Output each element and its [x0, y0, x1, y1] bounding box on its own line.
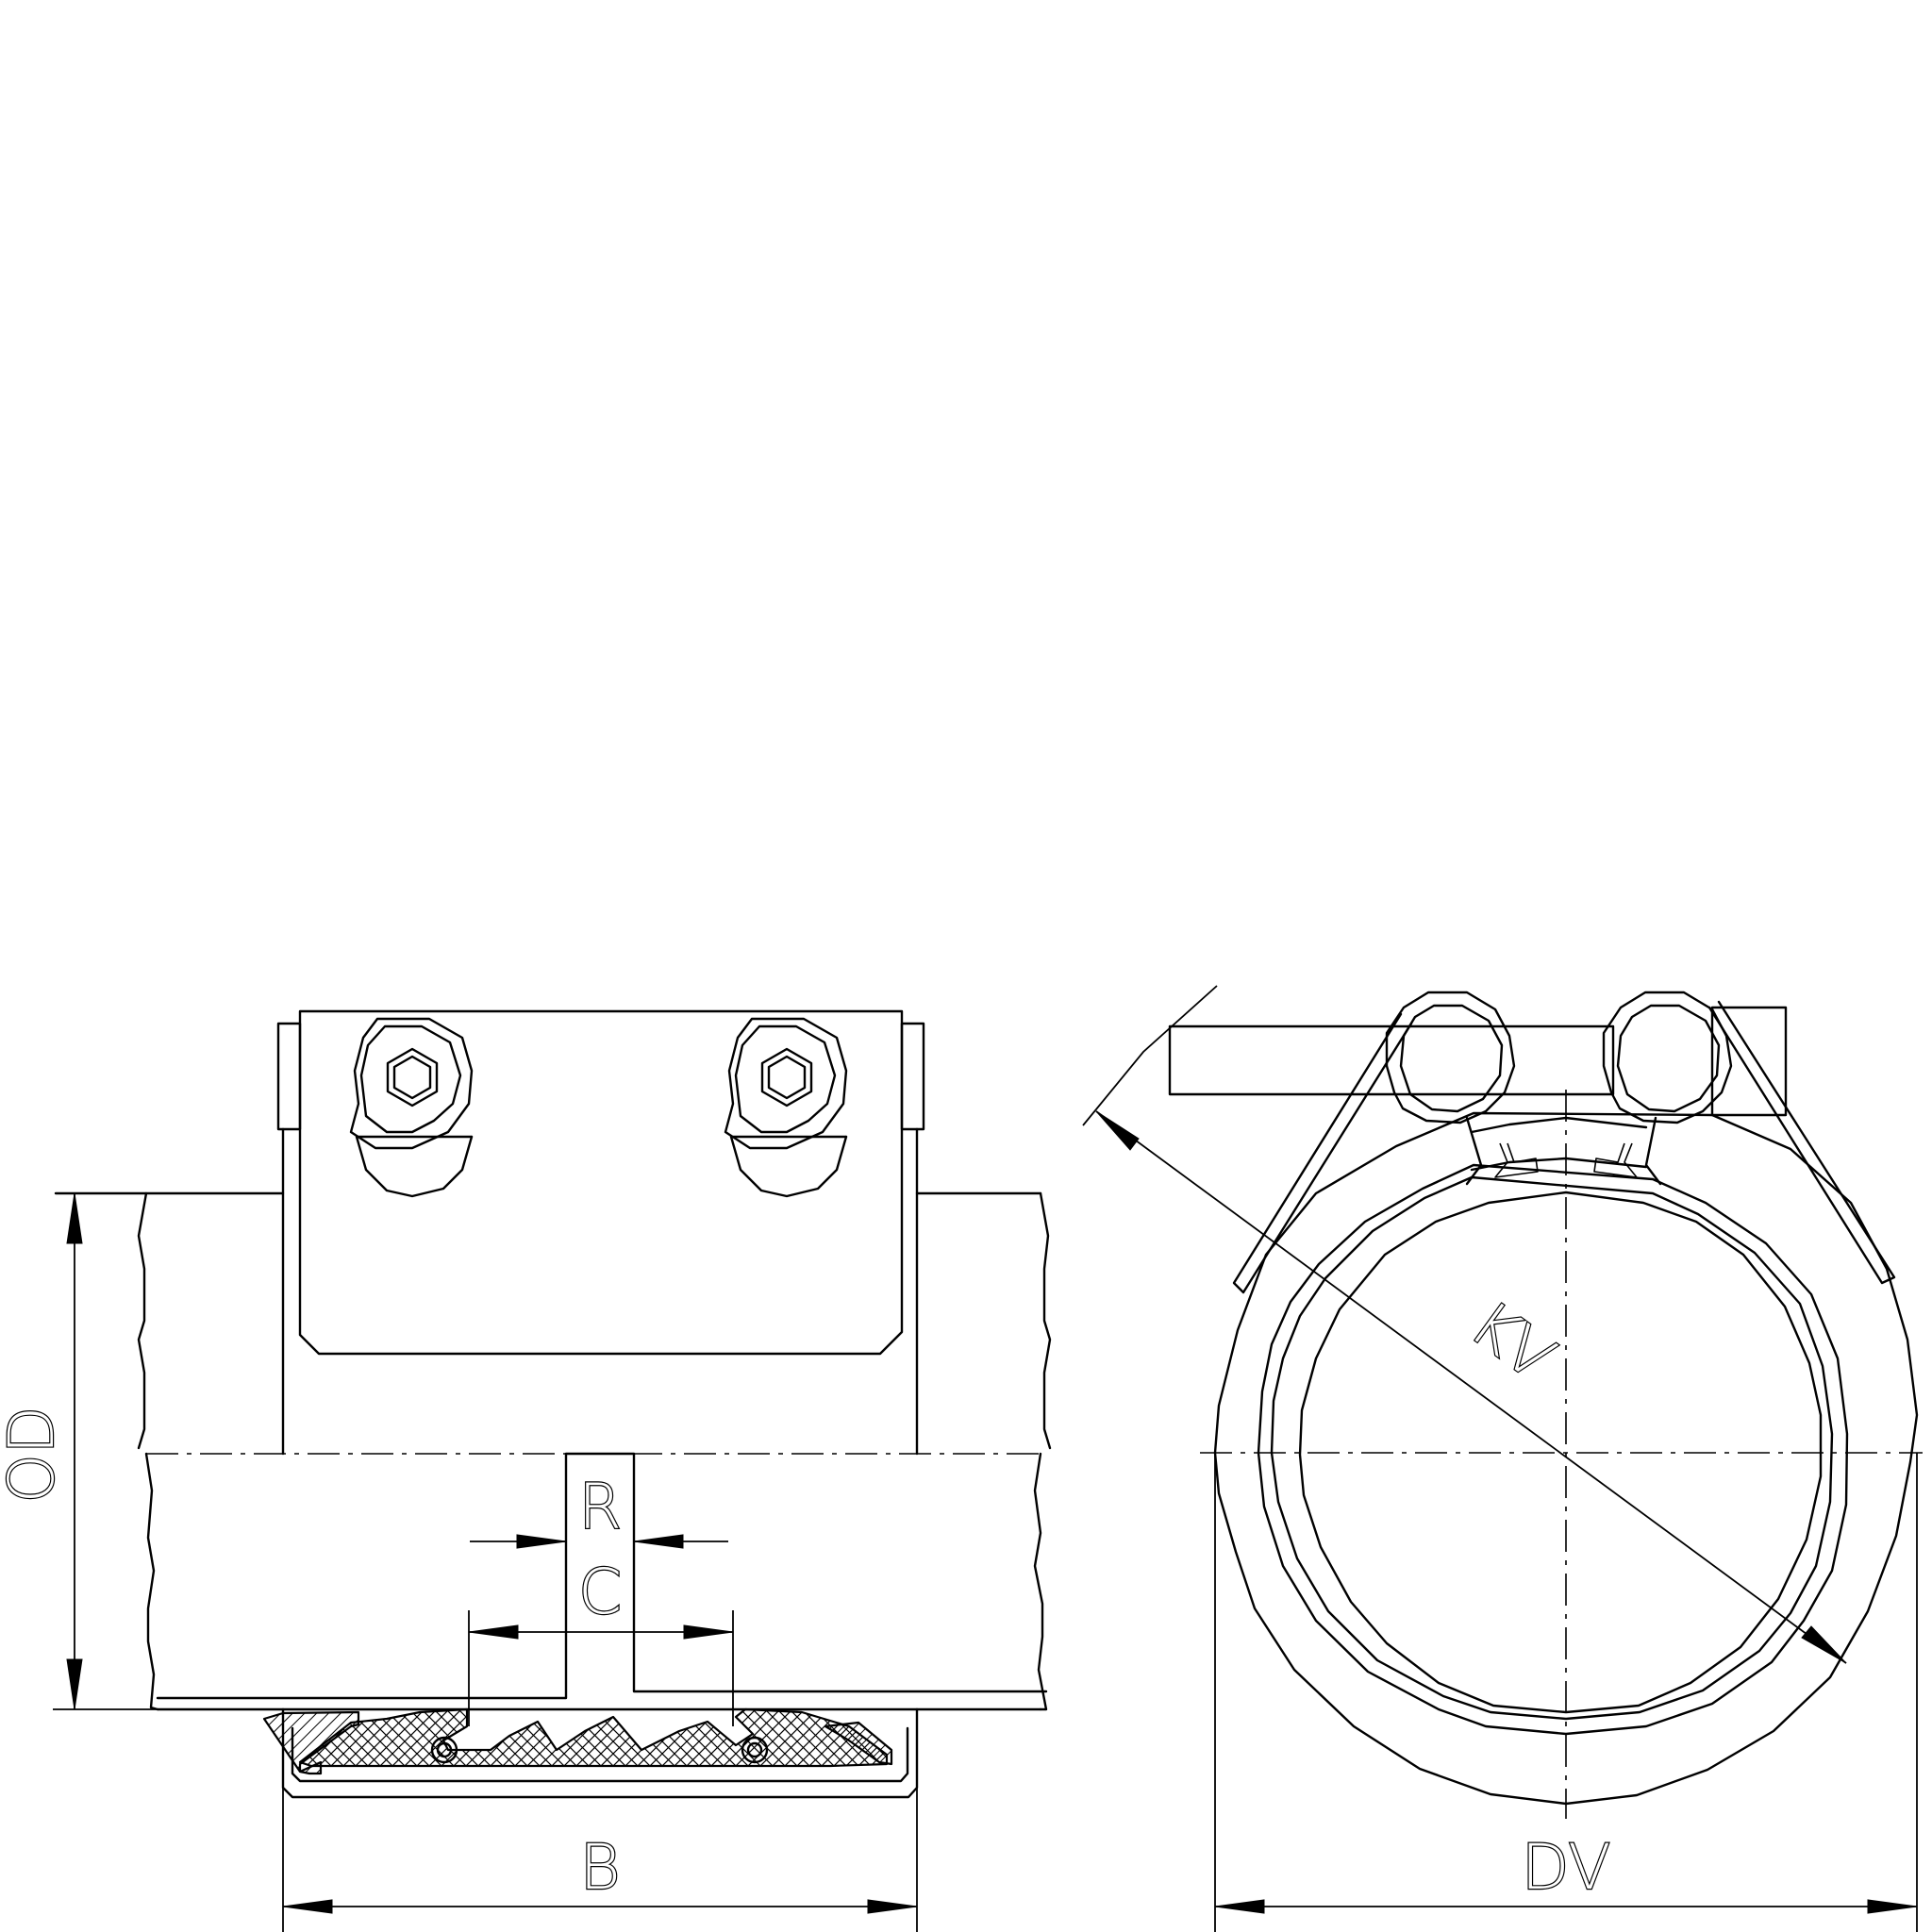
pipe-circle — [1298, 1191, 1823, 1714]
dv-dimension: DV — [1214, 1453, 1918, 1932]
dv-label: DV — [1522, 1831, 1611, 1904]
kv-label: KV — [1457, 1288, 1568, 1395]
pipe-upper-half — [54, 1191, 1052, 1450]
clamp-ring-outer — [1257, 1163, 1849, 1736]
side-view: OD R C B — [0, 1009, 1052, 1932]
od-dimension: OD — [0, 1192, 158, 1710]
clamp-ring-mid — [1270, 1175, 1834, 1721]
nut-left — [1385, 991, 1516, 1124]
kv-dimension: KV — [1082, 985, 1847, 1664]
od-label: OD — [0, 1407, 68, 1504]
clamp-jaw — [1465, 1116, 1662, 1186]
b-dimension: B — [282, 1788, 918, 1932]
bolt-bar — [1168, 1006, 1788, 1117]
bolt-right — [724, 1017, 848, 1198]
tension-bands — [1232, 1000, 1896, 1294]
r-dimension: R — [470, 1470, 728, 1549]
coupling-section — [262, 1707, 919, 1799]
c-dimension: C — [468, 1555, 734, 1726]
b-label: B — [579, 1831, 620, 1904]
end-view: KV DV — [1082, 985, 1923, 1932]
coupling-housing — [276, 1009, 925, 1456]
bolt-left — [349, 1017, 474, 1198]
c-label: C — [578, 1556, 622, 1628]
r-label: R — [578, 1471, 622, 1543]
